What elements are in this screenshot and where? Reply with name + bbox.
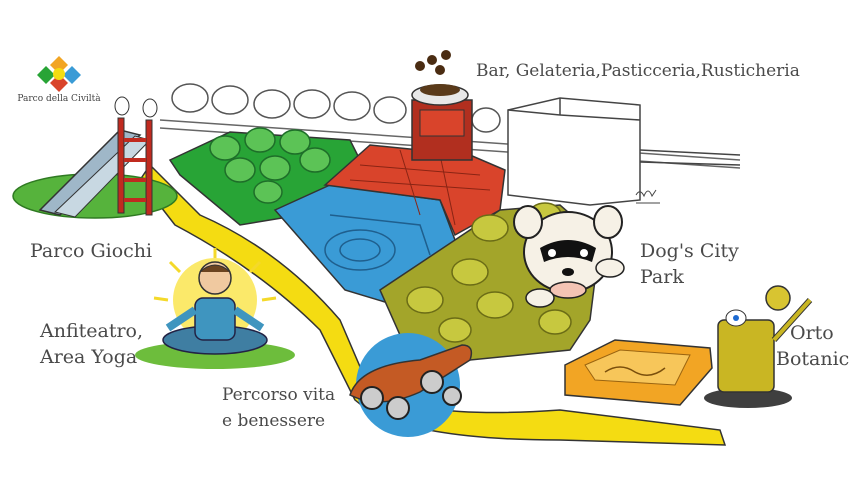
label-dogs-line1: Dog's City bbox=[640, 240, 739, 262]
garden-sandbox bbox=[564, 339, 713, 406]
label-amphitheatre-line2: Area Yoga bbox=[40, 346, 138, 368]
artist-signature bbox=[635, 189, 660, 204]
playground-illustration bbox=[12, 96, 178, 219]
dog-illustration bbox=[513, 205, 625, 308]
yellow-path bbox=[139, 163, 727, 446]
background-trees bbox=[171, 83, 501, 133]
label-amphitheatre-line1: Anfiteatro, bbox=[40, 320, 144, 342]
fitness-illustration bbox=[349, 333, 473, 437]
label-bar: Bar, Gelateria,Pasticceria,Rusticheria bbox=[476, 61, 800, 81]
yoga-illustration bbox=[135, 248, 295, 369]
watering-can-illustration bbox=[704, 285, 813, 408]
label-playground: Parco Giochi bbox=[30, 240, 153, 262]
white-building bbox=[507, 97, 741, 206]
park-logo: Parco della Civiltà bbox=[14, 52, 104, 114]
label-dogs-line2: Park bbox=[640, 266, 684, 288]
label-fitness-line1: Percorso vita bbox=[222, 385, 336, 405]
coffee-grinder-illustration bbox=[411, 50, 473, 161]
logo-text: Parco della Civiltà bbox=[17, 94, 101, 104]
label-garden-line1: Orto bbox=[790, 322, 834, 344]
red-bar-area bbox=[323, 144, 506, 237]
label-garden-line2: Botanico bbox=[776, 348, 850, 370]
park-logo-icon bbox=[37, 56, 81, 92]
label-fitness-line2: e benessere bbox=[222, 411, 326, 431]
